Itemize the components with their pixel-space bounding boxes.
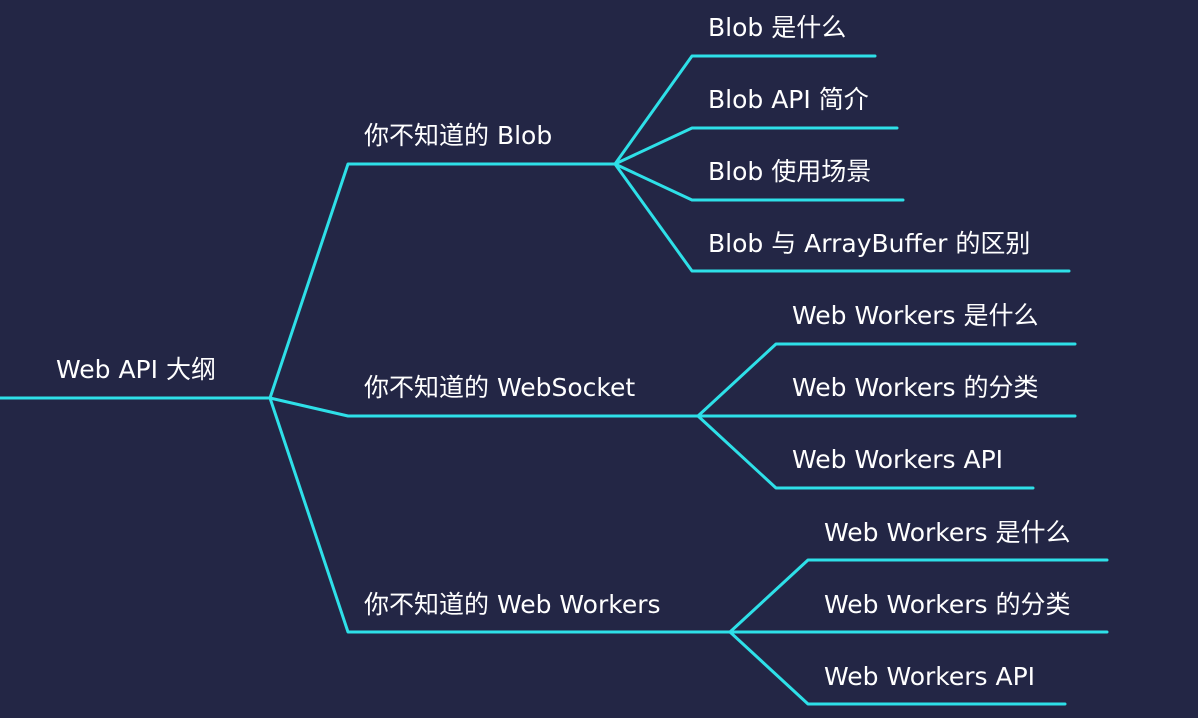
branch-node-blob[interactable]: 你不知道的 Blob bbox=[364, 121, 552, 150]
leaf-node-websocket-2[interactable]: Web Workers 的分类 bbox=[792, 373, 1039, 402]
leaf-node-websocket-1[interactable]: Web Workers 是什么 bbox=[792, 301, 1039, 330]
edge-websocket-leaf-3 bbox=[696, 414, 1035, 490]
edge-webworkers-leaf-3 bbox=[728, 630, 1067, 706]
leaf-node-webworkers-2[interactable]: Web Workers 的分类 bbox=[824, 590, 1071, 619]
leaf-node-blob-2[interactable]: Blob API 简介 bbox=[708, 85, 869, 114]
edge-root-to-branch-blob bbox=[268, 162, 617, 400]
leaf-node-webworkers-3[interactable]: Web Workers API bbox=[824, 662, 1035, 691]
leaf-node-blob-1[interactable]: Blob 是什么 bbox=[708, 13, 846, 42]
root-node-label[interactable]: Web API 大纲 bbox=[56, 355, 216, 384]
branch-node-webworkers[interactable]: 你不知道的 Web Workers bbox=[364, 590, 661, 619]
leaf-node-websocket-3[interactable]: Web Workers API bbox=[792, 445, 1003, 474]
leaf-node-blob-4[interactable]: Blob 与 ArrayBuffer 的区别 bbox=[708, 229, 1030, 258]
branch-node-websocket[interactable]: 你不知道的 WebSocket bbox=[364, 373, 635, 402]
edge-root-to-branch-websocket bbox=[268, 396, 700, 418]
edge-root-to-branch-webworkers bbox=[268, 396, 732, 634]
edge-blob-leaf-2 bbox=[613, 126, 899, 166]
edges-layer bbox=[0, 54, 1109, 706]
leaf-node-webworkers-1[interactable]: Web Workers 是什么 bbox=[824, 518, 1071, 547]
edge-blob-leaf-3 bbox=[613, 162, 905, 202]
labels-layer: Web API 大纲 你不知道的 Blob 你不知道的 WebSocket 你不… bbox=[56, 13, 1071, 691]
edge-blob-leaf-1 bbox=[613, 54, 877, 166]
edge-websocket-leaf-1 bbox=[696, 342, 1077, 418]
edge-blob-leaf-4 bbox=[613, 162, 1071, 273]
leaf-node-blob-3[interactable]: Blob 使用场景 bbox=[708, 157, 871, 186]
edge-webworkers-leaf-1 bbox=[728, 558, 1109, 634]
